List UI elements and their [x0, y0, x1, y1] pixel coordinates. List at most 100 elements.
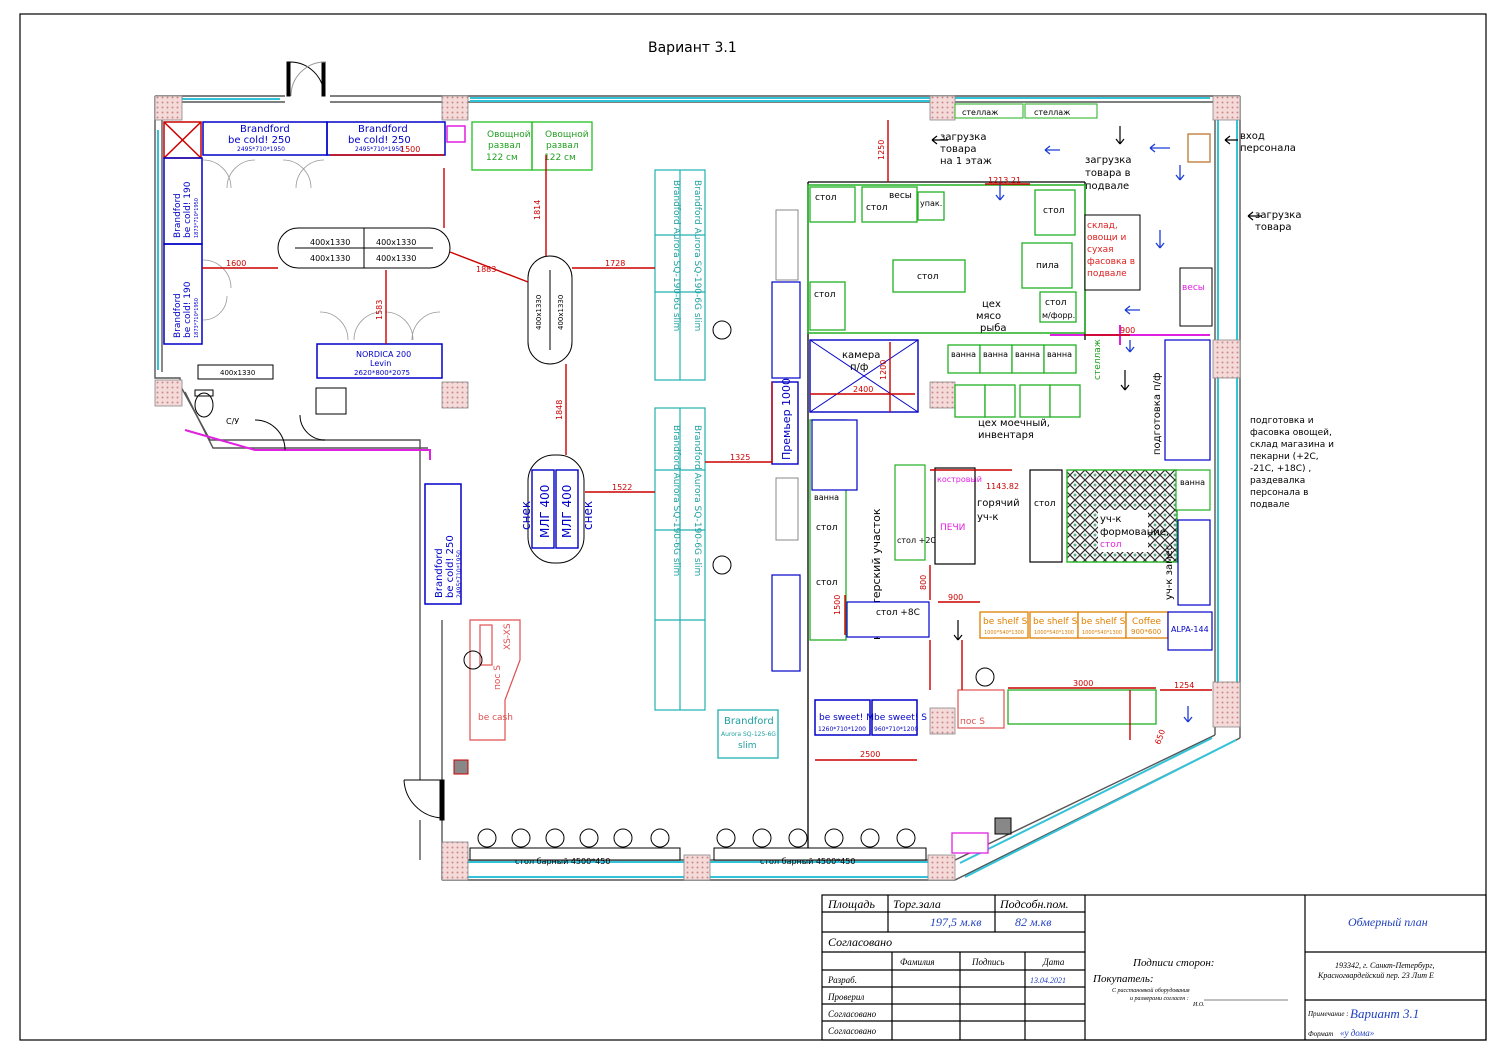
meat-label-2: мясо — [976, 311, 1001, 322]
dim-650: 650 — [1153, 728, 1167, 745]
tb-r4: Согласовано — [828, 1026, 877, 1036]
dimension-lines — [202, 120, 1212, 761]
stock-label-1: склад, — [1087, 221, 1118, 231]
aurora-column — [654, 169, 706, 711]
wc-block — [194, 387, 347, 451]
stock-label-2: овощи и — [1087, 233, 1127, 243]
loadbase-l2: товара в — [1085, 168, 1131, 179]
dim-1583: 1583 — [375, 300, 384, 320]
nordica-name: NORDICA 200 — [356, 350, 411, 359]
dim-900b: 900 — [1120, 326, 1135, 335]
scale-right-label: весы — [1182, 283, 1205, 293]
meat-table-3 — [809, 281, 846, 331]
cash-xs: XS-XS — [503, 623, 513, 650]
pink-box — [446, 125, 466, 143]
dim-1325: 1325 — [730, 453, 750, 462]
meat-stol-3: стол — [814, 290, 835, 300]
fridge-left1-model: be cold! 190 — [183, 181, 193, 238]
sweet-m-label: be sweet! M — [819, 713, 874, 723]
fridge-left2-model: be cold! 190 — [183, 281, 193, 338]
tb-aux: Подсобн.пом. — [999, 897, 1069, 911]
meat-upak — [917, 191, 945, 221]
tb-col-name: Фамилия — [900, 957, 935, 967]
table-plus8 — [846, 601, 930, 638]
dim-800: 800 — [919, 575, 928, 590]
loading1-l2: товара — [940, 144, 976, 155]
cash-right-pos: пос S — [960, 717, 985, 727]
tb-agreed: Согласовано — [828, 935, 892, 949]
bin-left — [453, 759, 469, 775]
fridge-top1-model: be cold! 250 — [228, 135, 291, 146]
veg1-l3: 122 см — [486, 153, 518, 163]
fridge-mid-name: Brandford — [434, 548, 445, 598]
island-b: 400x1330 — [376, 238, 416, 247]
load-goods-l2: товара — [1255, 222, 1291, 233]
hot-stol-2c — [894, 464, 926, 561]
meat-stol-4: стол — [1043, 206, 1064, 216]
tb-col-sign: Подпись — [971, 957, 1005, 967]
cashier-person-right — [975, 667, 995, 687]
island-2 — [527, 255, 573, 365]
vanna-right — [1175, 469, 1211, 511]
tb-format-val: «у дома» — [1340, 1028, 1375, 1038]
alpa-label: ALPA-144 — [1171, 625, 1209, 634]
columns — [154, 95, 1241, 881]
aurora-label-2: Brandford Aurora SQ-190-6G slim — [692, 180, 702, 331]
camera-label-2: п/ф — [850, 362, 868, 373]
island-a: 400x1330 — [310, 238, 350, 247]
flow-arrows — [995, 143, 1193, 723]
nordica-rect — [316, 343, 443, 379]
tb-r1-date: 13.04.2021 — [1030, 976, 1066, 985]
shelf-coffee: Coffee — [1132, 617, 1162, 627]
form-stol: стол — [1034, 499, 1055, 509]
fridge-top2-name: Brandford — [358, 124, 408, 135]
meat-pila — [1021, 242, 1073, 289]
basement-note: подготовка и фасовка овощей, склад магаз… — [1250, 416, 1337, 510]
green-counter — [1007, 689, 1157, 725]
premier-rect — [771, 381, 799, 465]
shelf-1: be shelf S — [983, 617, 1028, 627]
tb-trade-val: 197,5 м.кв — [930, 915, 981, 929]
conf-vanna: ванна — [814, 493, 839, 502]
form-label-stol: стол — [1100, 540, 1121, 550]
meat-table-big — [892, 259, 966, 293]
dim-3000: 3000 — [1073, 679, 1093, 688]
aurora-label-4: Brandford Aurora SQ-190-6G slim — [692, 425, 702, 576]
tb-note-label: Примечание : — [1307, 1010, 1349, 1018]
camera-label: камера — [842, 350, 880, 361]
conf-stol-1: стол — [816, 523, 837, 533]
hot-pechi-label: ПЕЧИ — [940, 523, 965, 533]
forming-label-bg — [1098, 510, 1148, 552]
tb-r3: Согласовано — [828, 1009, 877, 1019]
dimension-labels: 1600 1500 1814 1883 1728 1583 1848 1522 … — [226, 140, 1194, 759]
veg2-l1: Овощной — [545, 130, 589, 140]
loadbase-l1: загрузка — [1085, 155, 1131, 166]
bath-1: ванна — [951, 350, 976, 359]
mlg-b: МЛГ 400 — [560, 485, 574, 538]
veg1-l2: развал — [488, 141, 521, 151]
cash-be-cash: be cash — [478, 713, 513, 723]
shelf-2: be shelf S — [1033, 617, 1078, 627]
island-c: 400x1330 — [310, 254, 350, 263]
meat-stol-2: стол — [866, 203, 887, 213]
confect-shelf — [811, 419, 858, 491]
dough-label: уч-к замес. — [1164, 542, 1175, 600]
meat-mufor: м/форр. — [1042, 311, 1075, 320]
dim-1143: 1143.82 — [986, 482, 1019, 491]
nordica-size: 2620*800*2075 — [354, 369, 410, 377]
fridge-left1-size: 1873*710*1950 — [194, 198, 200, 238]
stock-label-4: фасовка в — [1087, 257, 1135, 267]
nordica-model: Levin — [370, 359, 391, 368]
fridge-left2-size: 1873*710*1950 — [194, 298, 200, 338]
bar-1-label: стол барный 4500*450 — [515, 857, 610, 866]
alpa-box — [1167, 611, 1213, 651]
dim-1883: 1883 — [476, 265, 496, 274]
stock-box — [1084, 214, 1141, 291]
meat-pila-label: пила — [1036, 261, 1059, 271]
premier-label: Премьер 1000 у — [780, 367, 793, 460]
fridge-mid-size: 2495*710*1950 — [456, 550, 463, 598]
tb-trade: Торг.зала — [893, 897, 941, 911]
shelf-3: be shelf S — [1081, 617, 1126, 627]
fridge-mid-rect — [424, 483, 462, 605]
